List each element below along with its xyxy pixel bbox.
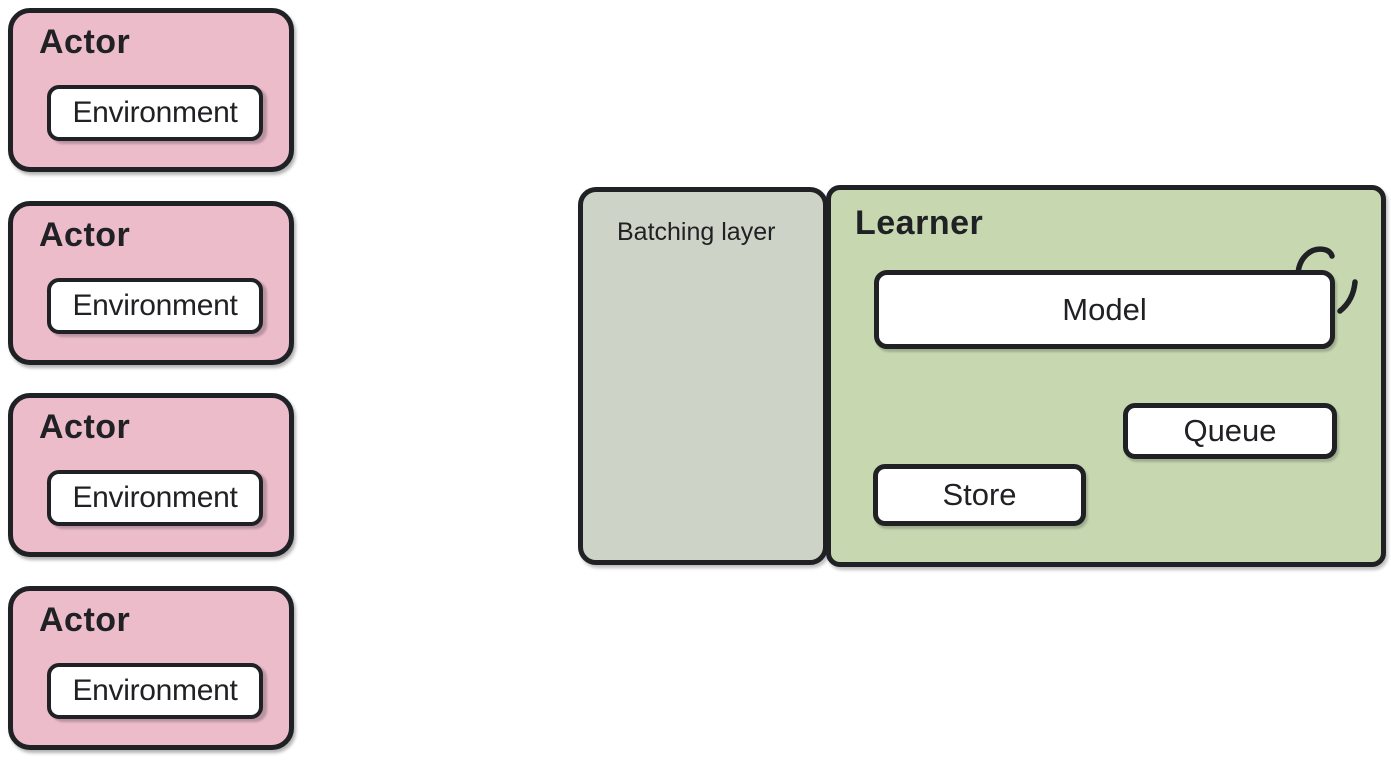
self-loop-arrow-icon [1295, 246, 1358, 314]
actor-title: Actor [39, 216, 131, 254]
queue-box: Queue [1123, 403, 1337, 459]
environment-label: Environment [72, 289, 238, 322]
model-label: Model [1062, 291, 1147, 327]
batching-layer-label: Batching layer [617, 218, 776, 246]
actor-title: Actor [39, 23, 131, 61]
batching-layer-box: Batching layer [578, 187, 828, 565]
store-label: Store [942, 477, 1017, 512]
environment-label: Environment [72, 481, 238, 514]
environment-box: Environment [47, 85, 263, 141]
environment-box: Environment [47, 470, 263, 526]
actor-card: Actor Environment [8, 586, 294, 750]
actor-card: Actor Environment [8, 201, 294, 365]
store-box: Store [873, 464, 1086, 526]
environment-box: Environment [47, 663, 263, 719]
actor-card: Actor Environment [8, 8, 294, 172]
actor-card: Actor Environment [8, 393, 294, 557]
learner-title: Learner [855, 204, 984, 242]
model-box: Model [874, 270, 1335, 349]
environment-label: Environment [72, 96, 238, 129]
environment-box: Environment [47, 278, 263, 334]
environment-label: Environment [72, 674, 238, 707]
queue-label: Queue [1183, 413, 1277, 448]
actor-title: Actor [39, 408, 131, 446]
actor-title: Actor [39, 601, 131, 639]
